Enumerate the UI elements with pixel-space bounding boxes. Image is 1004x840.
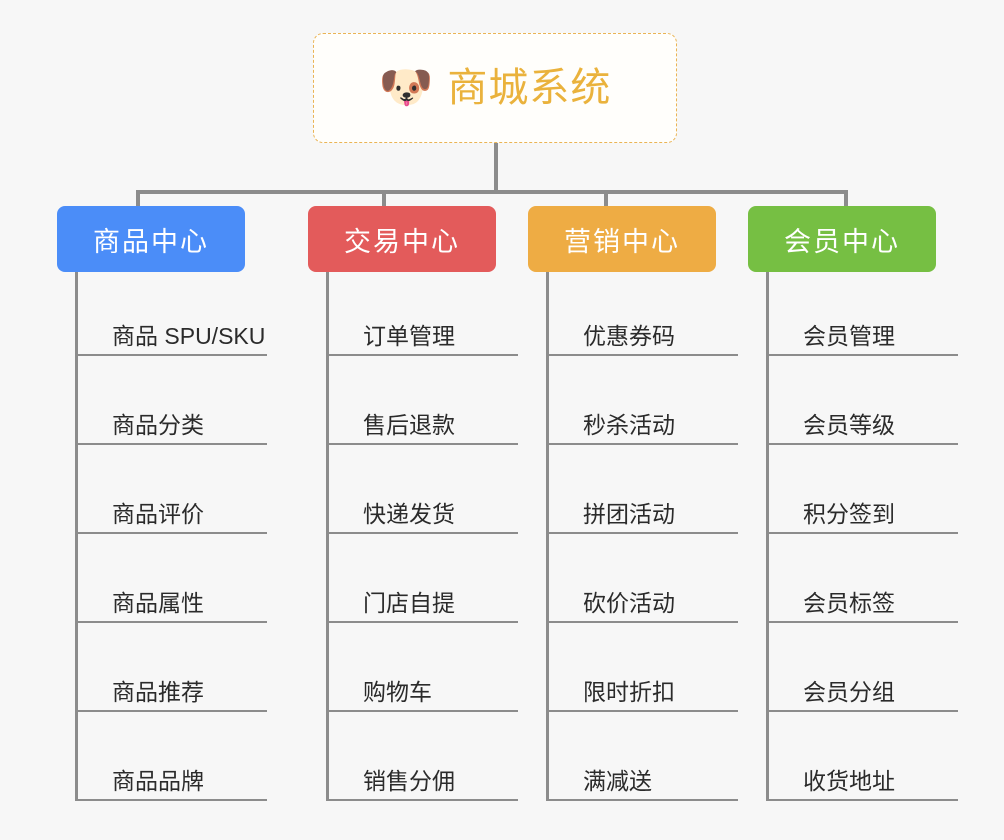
branch-header-product-center[interactable]: 商品中心: [57, 206, 245, 272]
branch-header-trade-center[interactable]: 交易中心: [308, 206, 496, 272]
list-item-label: 会员分组: [803, 678, 895, 705]
connector-drop-branch-3: [604, 190, 608, 212]
list-item[interactable]: 订单管理: [329, 278, 518, 356]
list-item[interactable]: 商品 SPU/SKU: [78, 278, 267, 356]
branch-body-trade-center: 订单管理 售后退款 快递发货 门店自提 购物车 销售分佣: [326, 272, 518, 801]
list-item[interactable]: 优惠券码: [549, 278, 738, 356]
shiba-dog-face-icon: 🐶: [378, 63, 434, 112]
branch-header-label: 商品中心: [93, 226, 209, 257]
branch-product-center: 商品中心 商品 SPU/SKU 商品分类 商品评价 商品属性 商品推荐 商品品牌: [57, 206, 267, 801]
list-item[interactable]: 满减送: [549, 712, 738, 801]
branch-body-marketing-center: 优惠券码 秒杀活动 拼团活动 砍价活动 限时折扣 满减送: [546, 272, 738, 801]
connector-horizontal-bus: [136, 190, 848, 194]
list-item-label: 会员标签: [803, 589, 895, 616]
list-item[interactable]: 商品推荐: [78, 623, 267, 712]
list-item[interactable]: 销售分佣: [329, 712, 518, 801]
list-item-label: 优惠券码: [583, 322, 675, 349]
list-item-label: 商品属性: [112, 589, 204, 616]
root-node-title: 商城系统: [447, 66, 612, 110]
branch-header-member-center[interactable]: 会员中心: [748, 206, 936, 272]
list-item[interactable]: 快递发货: [329, 445, 518, 534]
list-item[interactable]: 会员标签: [769, 534, 958, 623]
list-item[interactable]: 售后退款: [329, 356, 518, 445]
connector-root-stem: [494, 143, 498, 193]
list-item[interactable]: 购物车: [329, 623, 518, 712]
list-item-label: 满减送: [583, 767, 652, 794]
list-item-label: 商品评价: [112, 500, 204, 527]
list-item-label: 销售分佣: [363, 767, 455, 794]
list-item-label: 门店自提: [363, 589, 455, 616]
list-item-label: 会员管理: [803, 322, 895, 349]
list-item-label: 购物车: [363, 678, 432, 705]
list-item[interactable]: 商品评价: [78, 445, 267, 534]
list-item-label: 商品推荐: [112, 678, 204, 705]
branch-body-member-center: 会员管理 会员等级 积分签到 会员标签 会员分组 收货地址: [766, 272, 958, 801]
list-item-label: 快递发货: [363, 500, 455, 527]
list-item-label: 商品 SPU/SKU: [112, 322, 266, 349]
list-item-label: 商品品牌: [112, 767, 204, 794]
branch-header-label: 营销中心: [564, 226, 680, 257]
list-item[interactable]: 积分签到: [769, 445, 958, 534]
connector-drop-branch-4: [844, 190, 848, 212]
list-item-label: 拼团活动: [583, 500, 675, 527]
list-item[interactable]: 商品品牌: [78, 712, 267, 801]
list-item[interactable]: 拼团活动: [549, 445, 738, 534]
branch-trade-center: 交易中心 订单管理 售后退款 快递发货 门店自提 购物车 销售分佣: [308, 206, 518, 801]
root-node-shop-system[interactable]: 🐶 商城系统: [313, 33, 677, 143]
branch-header-label: 会员中心: [784, 226, 900, 257]
list-item[interactable]: 会员分组: [769, 623, 958, 712]
list-item[interactable]: 收货地址: [769, 712, 958, 801]
list-item-label: 限时折扣: [583, 678, 675, 705]
list-item[interactable]: 砍价活动: [549, 534, 738, 623]
branch-body-product-center: 商品 SPU/SKU 商品分类 商品评价 商品属性 商品推荐 商品品牌: [75, 272, 267, 801]
list-item[interactable]: 商品属性: [78, 534, 267, 623]
list-item-label: 积分签到: [803, 500, 895, 527]
connector-drop-branch-2: [382, 190, 386, 212]
list-item[interactable]: 门店自提: [329, 534, 518, 623]
list-item-label: 商品分类: [112, 411, 204, 438]
connector-drop-branch-1: [136, 190, 140, 212]
branch-member-center: 会员中心 会员管理 会员等级 积分签到 会员标签 会员分组 收货地址: [748, 206, 958, 801]
branch-header-label: 交易中心: [344, 226, 460, 257]
list-item-label: 砍价活动: [583, 589, 675, 616]
list-item-label: 收货地址: [803, 767, 895, 794]
list-item[interactable]: 会员等级: [769, 356, 958, 445]
list-item[interactable]: 会员管理: [769, 278, 958, 356]
branch-marketing-center: 营销中心 优惠券码 秒杀活动 拼团活动 砍价活动 限时折扣 满减送: [528, 206, 738, 801]
list-item[interactable]: 秒杀活动: [549, 356, 738, 445]
list-item-label: 订单管理: [363, 322, 455, 349]
list-item-label: 秒杀活动: [583, 411, 675, 438]
list-item-label: 会员等级: [803, 411, 895, 438]
list-item[interactable]: 限时折扣: [549, 623, 738, 712]
list-item-label: 售后退款: [363, 411, 455, 438]
branch-header-marketing-center[interactable]: 营销中心: [528, 206, 716, 272]
list-item[interactable]: 商品分类: [78, 356, 267, 445]
